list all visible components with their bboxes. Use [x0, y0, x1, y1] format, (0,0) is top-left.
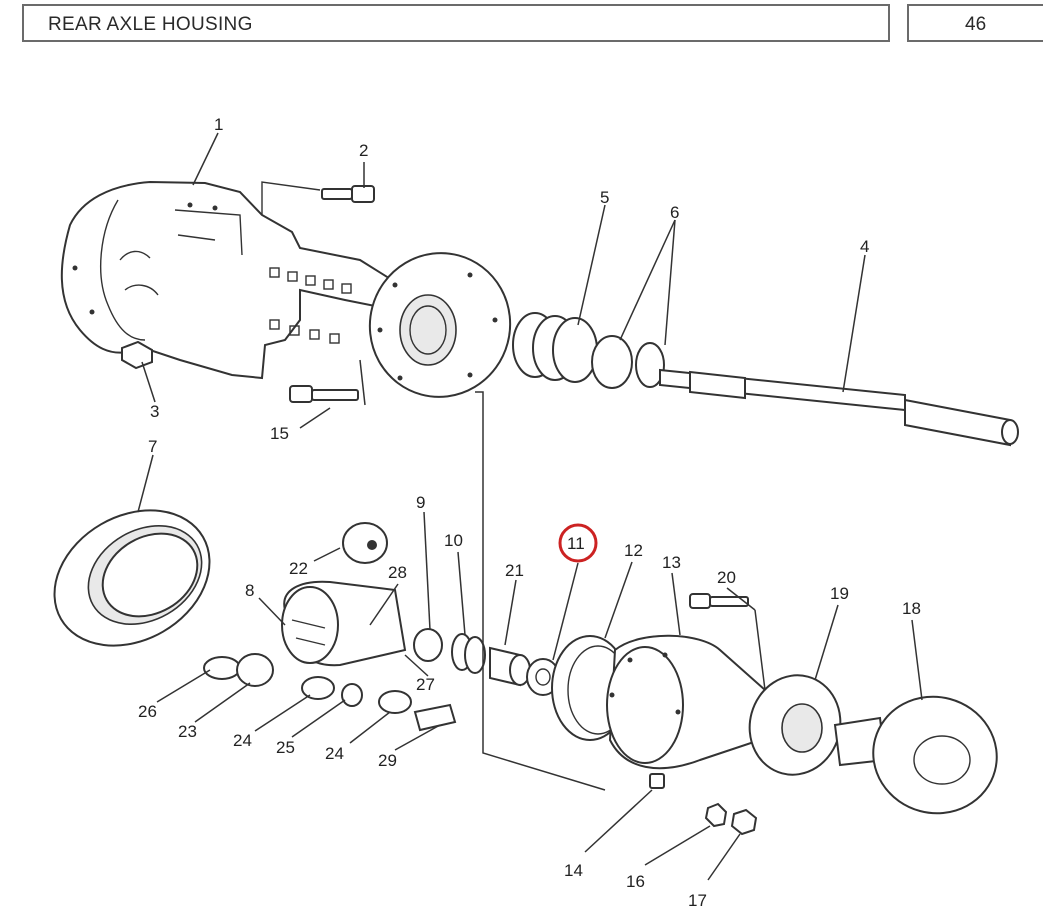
- page-number-box: 46: [907, 4, 1043, 42]
- callout-25: 25: [276, 738, 295, 757]
- callout-3: 3: [150, 402, 159, 421]
- callout-21: 21: [505, 561, 524, 580]
- callout-1: 1: [214, 115, 223, 134]
- part-23-gear: [236, 653, 274, 687]
- callout-12: 12: [624, 541, 643, 560]
- part-24b-rollers: [378, 690, 412, 714]
- leader-lines: [137, 132, 923, 881]
- callout-9: 9: [416, 493, 425, 512]
- part-5-seal: [512, 312, 598, 383]
- part-21-bushing: [489, 646, 531, 687]
- part-8-planet-carrier: [281, 580, 407, 667]
- callout-labels: 1 2 3 4 5 6 7 8 9 10 11 12 13 14 15 16 1…: [138, 115, 921, 910]
- callout-16: 16: [626, 872, 645, 891]
- part-29-plate: [413, 703, 457, 732]
- page-title: REAR AXLE HOUSING: [48, 14, 253, 35]
- callout-27: 27: [416, 675, 435, 694]
- callout-18: 18: [902, 599, 921, 618]
- callout-23: 23: [178, 722, 197, 741]
- part-10-bearing: [451, 633, 486, 674]
- callout-8: 8: [245, 581, 254, 600]
- callout-28: 28: [388, 563, 407, 582]
- part-19-flange-plate: [748, 674, 842, 776]
- part-24a-rollers: [301, 676, 335, 700]
- callout-15: 15: [270, 424, 289, 443]
- title-box: REAR AXLE HOUSING: [22, 4, 890, 42]
- part-16-nut: [704, 802, 728, 828]
- assembly-bracket-line: [475, 391, 606, 791]
- callout-13: 13: [662, 553, 681, 572]
- callout-17: 17: [688, 891, 707, 910]
- part-4-shaft: [659, 368, 1019, 447]
- callout-11: 11: [567, 534, 585, 553]
- part-25-washer: [341, 683, 363, 707]
- part-15-bolt: [289, 385, 359, 403]
- part-1-axle-housing: [60, 180, 402, 380]
- page-number: 46: [965, 14, 987, 35]
- callout-6: 6: [670, 203, 679, 222]
- callout-11-highlight-ring: [558, 523, 598, 563]
- callout-22: 22: [289, 559, 308, 578]
- part-2-bolt: [321, 185, 375, 203]
- callout-24-left: 24: [233, 731, 252, 750]
- callout-10: 10: [444, 531, 463, 550]
- part-13-hub-housing: [606, 634, 767, 770]
- part-6-bearing: [591, 335, 665, 389]
- housing-flange: [368, 252, 512, 398]
- part-17-nut: [730, 808, 758, 836]
- part-22-pinion: [342, 522, 388, 564]
- callout-2: 2: [359, 141, 368, 160]
- part-20-bolt: [689, 593, 749, 609]
- callout-14: 14: [564, 861, 583, 880]
- callout-24-right: 24: [325, 744, 344, 763]
- callout-29: 29: [378, 751, 397, 770]
- callout-5: 5: [600, 188, 609, 207]
- part-18-wheel-hub: [833, 695, 998, 815]
- callout-20: 20: [717, 568, 736, 587]
- callout-19: 19: [830, 584, 849, 603]
- callout-7: 7: [148, 437, 157, 456]
- part-26-pin: [203, 656, 241, 680]
- part-14-plug: [649, 773, 665, 789]
- callout-26: 26: [138, 702, 157, 721]
- part-3-nut: [121, 340, 153, 370]
- part-9-ring: [413, 628, 443, 662]
- callout-4: 4: [860, 237, 869, 256]
- part-7-ring-gear: [53, 509, 211, 647]
